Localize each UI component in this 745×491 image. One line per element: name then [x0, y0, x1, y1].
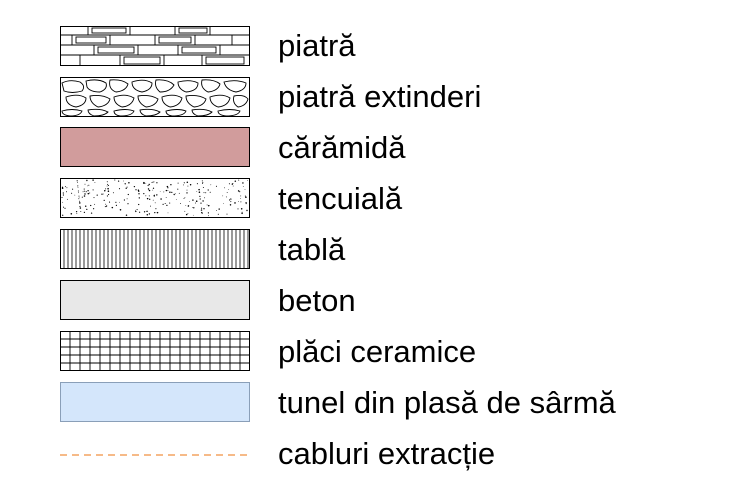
- legend-item-tencuiala: tencuială: [0, 173, 745, 225]
- vertical-hatch-icon: [60, 229, 250, 269]
- legend-label: cărămidă: [278, 130, 406, 165]
- solid-fill-icon: [60, 382, 250, 422]
- legend-label: beton: [278, 283, 356, 318]
- legend-item-placi-ceramice: plăci ceramice: [0, 326, 745, 378]
- swatch-fill: [60, 127, 250, 167]
- legend-item-tabla: tablă: [0, 224, 745, 276]
- swatch-fill: [60, 280, 250, 320]
- dashed-line-icon: [60, 433, 250, 473]
- legend-item-piatra: piatră: [0, 20, 745, 72]
- legend-item-beton: beton: [0, 275, 745, 327]
- stone-blocks-icon: [60, 26, 250, 66]
- legend-label: piatră: [278, 28, 356, 63]
- legend-label: piatră extinderi: [278, 79, 482, 114]
- legend-label: tencuială: [278, 181, 403, 216]
- swatch-fill: [60, 382, 250, 422]
- stipple-dots-icon: [60, 178, 250, 218]
- rubble-stone-icon: [60, 77, 250, 117]
- legend-label: tablă: [278, 232, 346, 267]
- legend-item-cabluri-extractie: cabluri extracție: [0, 428, 745, 480]
- legend-item-piatra-extinderi: piatră extinderi: [0, 71, 745, 123]
- solid-fill-icon: [60, 127, 250, 167]
- legend-label: tunel din plasă de sârmă: [278, 385, 616, 420]
- solid-fill-icon: [60, 280, 250, 320]
- grid-hatch-icon: [60, 331, 250, 371]
- legend-item-tunel-plasa-sarma: tunel din plasă de sârmă: [0, 377, 745, 429]
- legend-item-caramida: cărămidă: [0, 122, 745, 174]
- legend-label: cabluri extracție: [278, 436, 496, 471]
- legend-label: plăci ceramice: [278, 334, 477, 369]
